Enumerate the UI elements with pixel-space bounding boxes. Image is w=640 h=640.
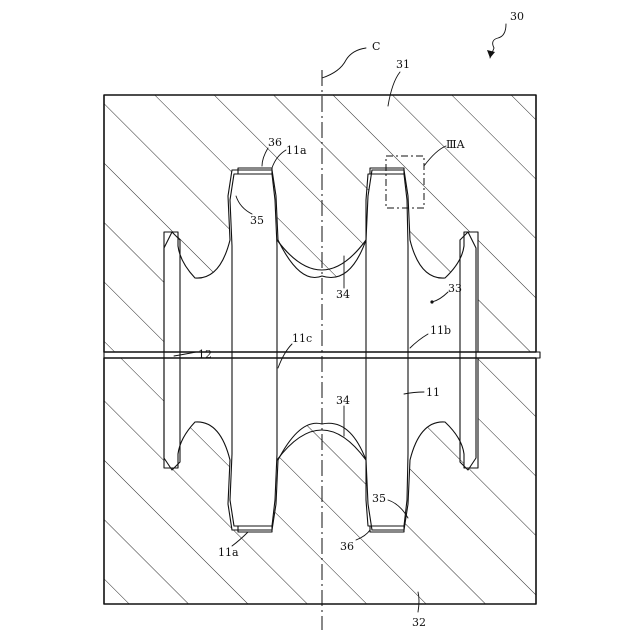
assembly-arrowhead <box>487 50 495 58</box>
label-outer-ring: 12 <box>198 348 212 361</box>
centerline-leader <box>322 48 366 78</box>
label-recess-bottom: 34 <box>336 394 350 407</box>
label-groove-bottom-right: 35 <box>372 492 386 505</box>
label-groove-top-left: 35 <box>250 214 264 227</box>
label-detail-ref: ⅢA <box>446 138 466 151</box>
label-centerline: C <box>372 40 380 53</box>
die-hatching <box>104 95 536 604</box>
label-outer-face: 11b <box>430 324 451 337</box>
label-cavity: 33 <box>448 282 462 295</box>
label-inner-face: 11c <box>292 332 312 345</box>
label-lower-die: 32 <box>412 616 426 629</box>
label-bead-bottom-left: 36 <box>340 540 354 553</box>
label-end-face-top: 11a <box>286 144 307 157</box>
label-end-face-bottom: 11a <box>218 546 239 559</box>
label-assembly: 30 <box>510 10 524 23</box>
label-bead-top-left: 36 <box>268 136 282 149</box>
label-upper-die: 31 <box>396 58 410 71</box>
label-core-body: 11 <box>426 386 440 399</box>
leader-33-dot <box>430 300 433 303</box>
label-recess-top: 34 <box>336 288 350 301</box>
